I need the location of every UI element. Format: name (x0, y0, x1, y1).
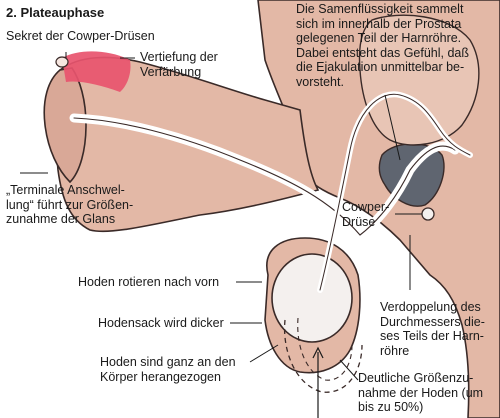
label-diameter-doubling: Verdoppelung des Durchmessers die- ses T… (380, 300, 485, 358)
pointer-testes-pulled (249, 344, 279, 363)
pointer-prostate-text (384, 94, 401, 161)
vas-deferens-outline (319, 93, 471, 291)
label-testes-enlarged: Deutliche Größenzu- nahme der Hoden (um … (358, 371, 484, 414)
urethra-tube-outline (73, 117, 456, 236)
label-prostate-text: Die Samenflüssigkeit sammelt sich im inn… (296, 2, 470, 89)
label-testes-rotate: Hoden rotieren nach vorn (78, 275, 220, 289)
arrow-head (312, 346, 324, 359)
discoloration-highlight (62, 51, 131, 92)
glans-region (43, 67, 87, 184)
pointer-testes-enlarged (339, 359, 359, 381)
label-terminal-swelling: „Terminale Anschwel- lung“ führt zur Grö… (6, 183, 134, 226)
label-cowper-secretion: Sekret der Cowper-Drüsen (6, 29, 155, 43)
label-scrotum-thicker: Hodensack wird dicker (98, 316, 224, 330)
dashed-previous-position-2 (297, 317, 353, 381)
cowper-droplet (55, 56, 69, 68)
label-discoloration: Vertiefung der Verfärbung (140, 50, 218, 79)
label-cowper-gland: Cowper- Drüse (342, 200, 390, 229)
diagram-heading: 2. Plateauphase (6, 5, 105, 20)
cowper-gland-shape (421, 207, 435, 221)
label-testes-pulled: Hoden sind ganz an den Körper herangezog… (100, 355, 236, 384)
testicle (271, 253, 353, 343)
